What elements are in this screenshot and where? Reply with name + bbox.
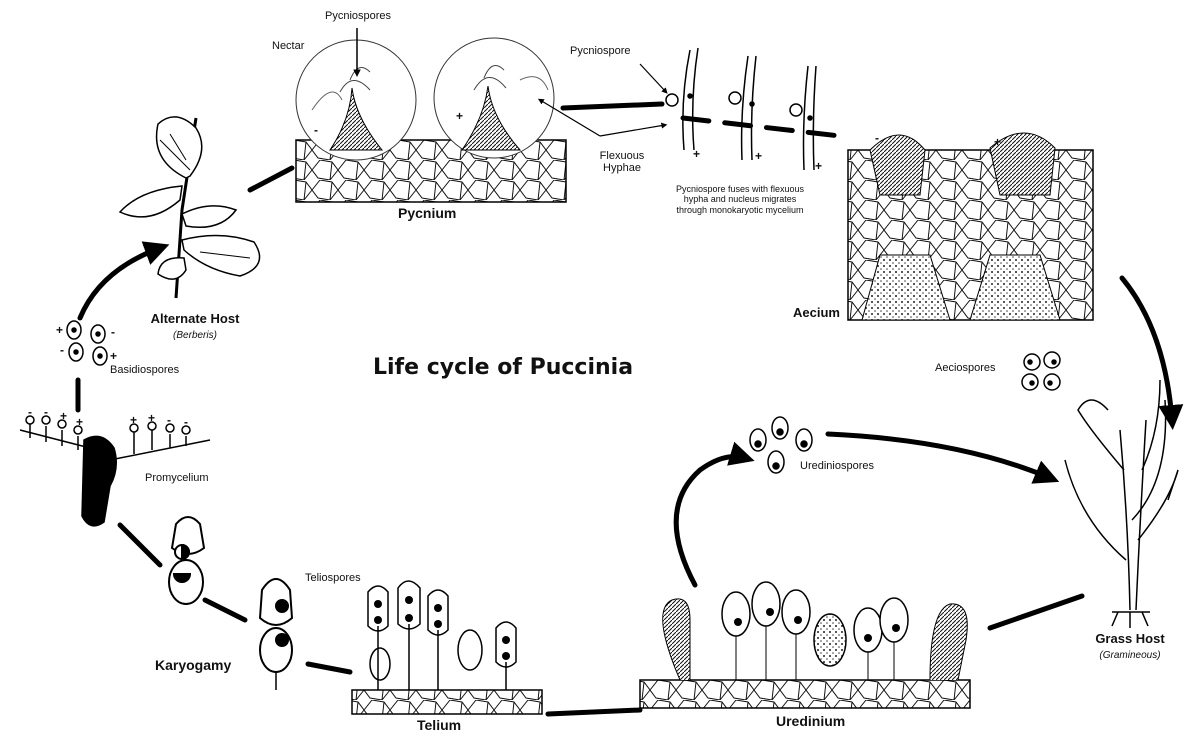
sign-plus-hypha-2: +: [755, 150, 762, 163]
label-urediniospores: Urediniospores: [800, 460, 874, 472]
sign-minus-promycelium-2: -: [44, 406, 48, 419]
sign-minus-promycelium-3: -: [167, 414, 171, 427]
sign-plus-basidio-2: +: [110, 350, 117, 363]
sign-plus-promycelium-1: +: [60, 410, 67, 423]
sign-plus-basidio-1: +: [56, 324, 63, 337]
arrow-aecium-to-grass: [1122, 278, 1172, 420]
promycelium-illustration: [20, 416, 210, 526]
label-promycelium: Promycelium: [145, 472, 209, 484]
connector-promycelium-to-spore: [120, 525, 160, 565]
label-uredinium: Uredinium: [776, 714, 845, 729]
label-basidiospores: Basidiospores: [110, 364, 179, 376]
sign-plus-hypha-1: +: [693, 148, 700, 161]
label-grass-host: Grass Host: [1080, 632, 1180, 646]
sign-plus-promycelium-2: +: [76, 416, 83, 429]
label-alternate-host-sub: (Berberis): [130, 330, 260, 341]
label-teliospores: Teliospores: [305, 572, 361, 584]
sign-minus-promycelium-1: -: [28, 406, 32, 419]
sign-plus-promycelium-3: +: [130, 414, 137, 427]
connector-telium-to-karyogamy: [308, 664, 350, 672]
telium-illustration: [352, 581, 542, 714]
sign-minus-promycelium-4: -: [184, 416, 188, 429]
sign-plus-pycnium: +: [456, 110, 463, 123]
aeciospores-cluster: [1022, 352, 1060, 390]
sign-minus-pycnium: -: [314, 124, 318, 137]
label-fusion-note-line1: Pycniospore fuses with flexuous: [655, 184, 825, 194]
label-flexuous-hyphae-line1: Flexuous: [592, 150, 652, 162]
connector-karyogamy-chain: [205, 600, 245, 620]
grass-host-illustration: [1065, 380, 1178, 628]
label-nectar: Nectar: [272, 40, 304, 52]
label-flexuous-hyphae-line2: Hyphae: [592, 162, 652, 174]
connector-pycnium-to-hyphae: [563, 104, 662, 108]
alternate-host-illustration: [120, 117, 260, 298]
connector-host-to-pycnium: [250, 168, 292, 190]
connector-hyphae-dash: [683, 118, 840, 136]
basidiospores-cluster: [67, 321, 107, 365]
label-fusion-note-line3: through monokaryotic mycelium: [655, 205, 825, 215]
sign-minus-aecium: -: [875, 132, 879, 145]
label-karyogamy: Karyogamy: [155, 658, 231, 673]
label-pycniospores: Pycniospores: [325, 10, 391, 22]
diagram-title: Life cycle of Puccinia: [373, 356, 633, 380]
aecium-illustration: [848, 133, 1093, 320]
connector-uredinium-to-telium: [548, 710, 640, 714]
label-aeciospores: Aeciospores: [935, 362, 996, 374]
flexuous-hyphae-illustration: [640, 48, 816, 170]
label-pycnium: Pycnium: [398, 206, 456, 221]
arrow-basidiospores-to-host: [80, 248, 160, 318]
sign-plus-promycelium-4: +: [148, 412, 155, 425]
arrow-uredinium-to-urediniospores: [676, 457, 745, 586]
label-grass-host-sub: (Gramineous): [1080, 650, 1180, 661]
sign-minus-basidio-1: -: [111, 326, 115, 339]
sign-plus-hypha-3: +: [815, 160, 822, 173]
label-telium: Telium: [417, 718, 461, 733]
label-pycniospore: Pycniospore: [570, 45, 631, 57]
label-alternate-host: Alternate Host: [130, 312, 260, 326]
connector-grass-to-uredinium: [990, 596, 1082, 628]
sign-plus-aecium: +: [994, 136, 1001, 149]
label-fusion-note: Pycniospore fuses with flexuous hypha an…: [655, 184, 825, 215]
label-aecium: Aecium: [793, 306, 840, 320]
label-flexuous-hyphae: Flexuous Hyphae: [592, 150, 652, 174]
uredinium-illustration: [640, 582, 970, 708]
label-fusion-note-line2: hypha and nucleus migrates: [655, 194, 825, 204]
sign-minus-basidio-2: -: [60, 344, 64, 357]
